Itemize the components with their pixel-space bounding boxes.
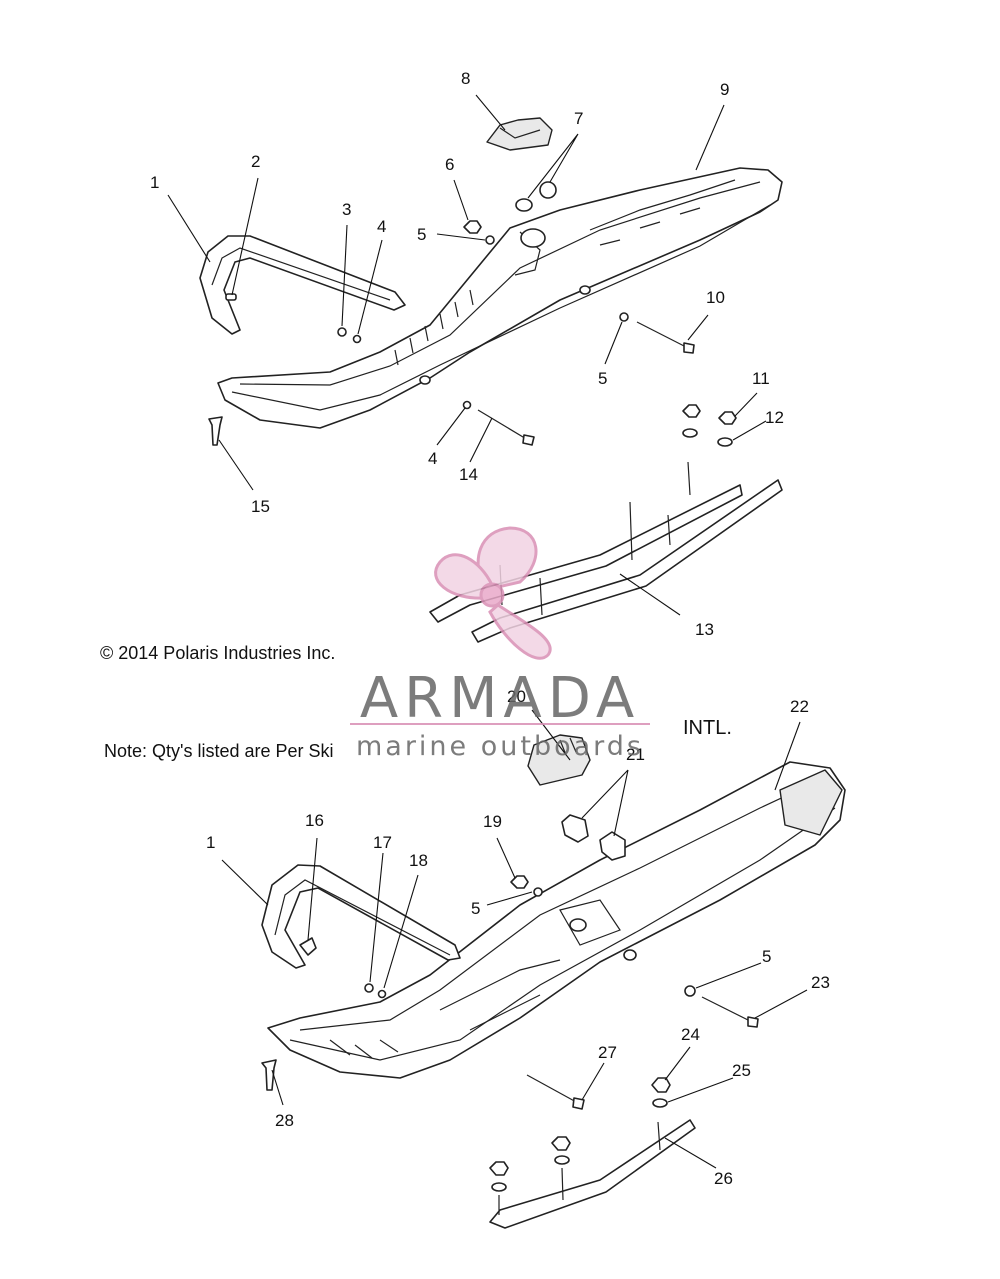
watermark-tagline: marine outboards xyxy=(356,731,644,762)
callout-3: 3 xyxy=(342,200,351,219)
callout-19: 19 xyxy=(483,812,502,831)
leader-lines xyxy=(167,94,808,1169)
nut-24 xyxy=(651,1077,671,1093)
wear-pad-8 xyxy=(486,117,553,151)
callout-11: 11 xyxy=(752,369,770,388)
nut-17 xyxy=(364,983,374,993)
callout-20: 20 xyxy=(507,687,526,706)
rivet-16 xyxy=(299,937,317,956)
bushing-21a xyxy=(561,814,589,843)
callout-5d: 5 xyxy=(762,947,771,966)
callout-14: 14 xyxy=(459,465,478,484)
callout-17: 17 xyxy=(373,833,392,852)
washer-18 xyxy=(377,989,387,999)
callout-23: 23 xyxy=(811,973,830,992)
callout-5a: 5 xyxy=(417,225,426,244)
callout-21: 21 xyxy=(626,745,645,764)
ski-body-upper xyxy=(217,167,783,429)
bushing-21b xyxy=(599,831,626,861)
copyright-text: © 2014 Polaris Industries Inc. xyxy=(100,643,335,663)
propeller-logo xyxy=(434,526,552,660)
callout-26: 26 xyxy=(714,1169,733,1188)
callout-13: 13 xyxy=(695,620,714,639)
washer-4a xyxy=(352,334,362,344)
runner-26 xyxy=(489,1119,696,1229)
washer-25 xyxy=(652,1098,668,1108)
callout-24: 24 xyxy=(681,1025,700,1044)
callout-16: 16 xyxy=(305,811,324,830)
callout-25: 25 xyxy=(732,1061,751,1080)
callout-4b: 4 xyxy=(428,449,437,468)
rivet-2 xyxy=(225,293,237,301)
rivet-28 xyxy=(261,1059,277,1091)
nut-11b xyxy=(718,411,737,425)
intl-label: INTL. xyxy=(683,717,732,739)
bolt-23 xyxy=(701,996,753,1023)
callout-9: 9 xyxy=(720,80,729,99)
callout-1b: 1 xyxy=(206,833,215,852)
callout-18: 18 xyxy=(409,851,428,870)
callout-7: 7 xyxy=(574,109,583,128)
washer-5b xyxy=(619,312,629,322)
bolt-14 xyxy=(477,409,529,441)
nut-11a xyxy=(682,404,701,418)
nut-19 xyxy=(510,875,529,889)
ski-handle-upper xyxy=(199,235,406,335)
washer-5d xyxy=(684,985,696,997)
callout-5c: 5 xyxy=(471,899,480,918)
lower-ski-assembly xyxy=(261,734,846,1229)
callout-labels: 1 2 3 4 5 6 7 8 9 10 5 11 12 4 14 15 13 … xyxy=(150,69,830,1188)
bolt-10 xyxy=(636,321,689,349)
washer-4b xyxy=(462,400,472,410)
washer-5a xyxy=(485,235,495,245)
nut-6 xyxy=(463,220,482,234)
watermark-brand: ARMADA xyxy=(360,666,640,731)
bushing-7a xyxy=(515,198,533,212)
callout-12: 12 xyxy=(765,408,784,427)
callout-4a: 4 xyxy=(377,217,386,236)
callout-28: 28 xyxy=(275,1111,294,1130)
rivet-15 xyxy=(208,416,223,446)
callout-10: 10 xyxy=(706,288,725,307)
callout-1a: 1 xyxy=(150,173,159,192)
callout-27: 27 xyxy=(598,1043,617,1062)
callout-2: 2 xyxy=(251,152,260,171)
callout-5b: 5 xyxy=(598,369,607,388)
bushing-7b xyxy=(539,181,557,199)
washer-12 xyxy=(717,437,733,447)
ski-body-lower xyxy=(267,761,846,1079)
callout-8: 8 xyxy=(461,69,470,88)
armada-watermark: ARMADA marine outboards xyxy=(350,526,650,762)
upper-ski-assembly xyxy=(199,117,783,643)
callout-15: 15 xyxy=(251,497,270,516)
washer-5c xyxy=(533,887,543,897)
nut-3 xyxy=(337,327,347,337)
ski-handle-lower xyxy=(261,864,461,969)
note-text: Note: Qty's listed are Per Ski xyxy=(104,741,334,761)
callout-6: 6 xyxy=(445,155,454,174)
bolt-27 xyxy=(526,1074,579,1104)
callout-22: 22 xyxy=(790,697,809,716)
